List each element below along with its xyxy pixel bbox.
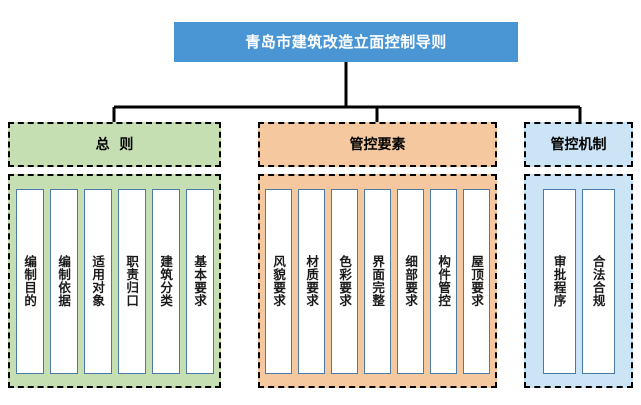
item-card[interactable]: 合法合规 (581, 188, 615, 374)
section-header-label: 管控机制 (550, 136, 607, 153)
section-body-control-elements: 风貌要求 材质要求 色彩要求 界面完整 细部要求 构件管控 屋顶要求 (258, 174, 497, 388)
item-card[interactable]: 建筑分类 (151, 188, 180, 374)
item-card[interactable]: 材质要求 (298, 188, 325, 374)
item-card-label: 屋顶要求 (469, 255, 485, 307)
item-card[interactable]: 细部要求 (397, 188, 424, 374)
item-card[interactable]: 编制依据 (49, 188, 78, 374)
item-card-label: 编制依据 (56, 255, 72, 307)
section-body-control-mechanism: 审批程序 合法合规 (524, 174, 633, 388)
item-card[interactable]: 色彩要求 (331, 188, 358, 374)
item-card[interactable]: 构件管控 (430, 188, 457, 374)
diagram-title-box: 青岛市建筑改造立面控制导则 (174, 22, 518, 62)
section-body-general-principles: 编制目的 编制依据 适用对象 职责归口 建筑分类 基本要求 (8, 174, 221, 388)
section-header-general-principles[interactable]: 总 则 (8, 122, 221, 167)
item-card-label: 风貌要求 (271, 255, 287, 307)
item-card[interactable]: 编制目的 (15, 188, 44, 374)
diagram-title-text: 青岛市建筑改造立面控制导则 (245, 32, 447, 51)
section-header-control-mechanism[interactable]: 管控机制 (524, 122, 633, 167)
item-card-label: 编制目的 (22, 255, 38, 307)
section-header-label: 管控要素 (349, 136, 406, 153)
item-card-label: 合法合规 (590, 255, 606, 307)
item-card[interactable]: 审批程序 (542, 188, 576, 374)
item-card-label: 建筑分类 (158, 255, 174, 307)
item-card-label: 界面完整 (370, 255, 386, 307)
item-card[interactable]: 基本要求 (185, 188, 214, 374)
item-card[interactable]: 适用对象 (83, 188, 112, 374)
section-header-label: 总 则 (95, 136, 134, 153)
item-card[interactable]: 界面完整 (364, 188, 391, 374)
item-card-label: 细部要求 (403, 255, 419, 307)
item-card-label: 色彩要求 (337, 255, 353, 307)
item-card-label: 基本要求 (192, 255, 208, 307)
item-card-label: 审批程序 (551, 255, 567, 307)
item-card[interactable]: 职责归口 (117, 188, 146, 374)
section-header-control-elements[interactable]: 管控要素 (258, 122, 497, 167)
item-card-label: 适用对象 (90, 255, 106, 307)
item-card-label: 职责归口 (124, 255, 140, 307)
item-card[interactable]: 屋顶要求 (463, 188, 490, 374)
item-card-label: 构件管控 (436, 255, 452, 307)
item-card-label: 材质要求 (304, 255, 320, 307)
item-card[interactable]: 风貌要求 (265, 188, 292, 374)
